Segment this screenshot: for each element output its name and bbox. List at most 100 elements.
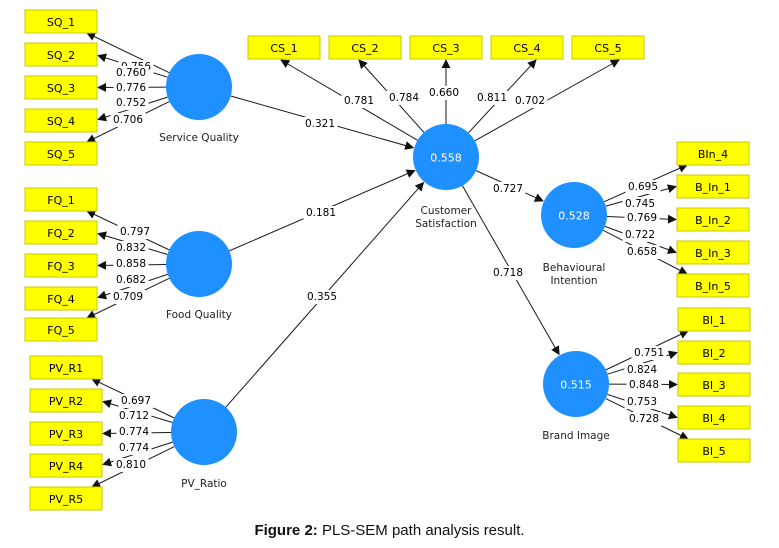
- indicator-bin-4[interactable]: BIn_4: [676, 141, 750, 166]
- loading-value-pv-r4-text: 0.774: [119, 442, 149, 454]
- construct-food-quality[interactable]: Food Quality: [166, 231, 232, 321]
- construct-circle: [171, 399, 237, 465]
- indicator-cs-2[interactable]: CS_2: [328, 35, 402, 60]
- indicator-cs-3[interactable]: CS_3: [409, 35, 483, 60]
- loading-value-bi-2-bg: [624, 363, 660, 377]
- indicator-label: B_In_5: [695, 280, 731, 293]
- indicator-box: [571, 35, 645, 60]
- path-coefficient-sq-to-cs: 0.321: [302, 117, 338, 131]
- indicator-bi-4[interactable]: BI_4: [677, 405, 751, 430]
- loading-value-cs-1-text: 0.781: [344, 95, 374, 107]
- path-coefficient-cs-to-bi-bg: [490, 266, 526, 280]
- indicator-pv-r3[interactable]: PV_R3: [29, 421, 103, 446]
- loading-value-b-in-5: 0.658: [624, 245, 660, 259]
- path-coefficient-fq-to-cs: 0.181: [303, 206, 339, 220]
- loading-value-fq-2-bg: [113, 241, 149, 255]
- indicator-b-in-5[interactable]: B_In_5: [676, 273, 750, 298]
- indicator-label: FQ_4: [47, 293, 74, 306]
- indicator-pv-r2[interactable]: PV_R2: [29, 388, 103, 413]
- indicator-fq-4[interactable]: FQ_4: [24, 286, 98, 311]
- indicator-sq-4[interactable]: SQ_4: [24, 108, 98, 133]
- path-coefficient-cs-to-bi-text: 0.718: [493, 267, 523, 279]
- indicator-fq-3[interactable]: FQ_3: [24, 253, 98, 278]
- loading-value-sq-3: 0.776: [113, 81, 149, 95]
- indicator-label: SQ_5: [47, 148, 75, 161]
- path-coefficient-sq-to-cs-text: 0.321: [305, 118, 335, 130]
- indicator-label: BI_2: [702, 347, 725, 360]
- loading-value-pv-r3-text: 0.774: [119, 426, 149, 438]
- indicator-box: [24, 317, 98, 342]
- indicator-cs-5[interactable]: CS_5: [571, 35, 645, 60]
- construct-circle: [413, 124, 479, 190]
- construct-service-quality[interactable]: Service Quality: [159, 54, 239, 144]
- indicator-fq-1[interactable]: FQ_1: [24, 187, 98, 212]
- indicator-box: [29, 421, 103, 446]
- loading-value-pv-r4: 0.774: [116, 441, 152, 455]
- indicator-label: PV_R4: [49, 460, 83, 473]
- construct-circle: [166, 54, 232, 120]
- construct-name: PV_Ratio: [181, 478, 227, 490]
- indicator-box: [676, 207, 750, 232]
- loading-value-sq-5-bg: [110, 113, 146, 127]
- path-coefficient-fq-to-cs-text: 0.181: [306, 207, 336, 219]
- path-coefficient-cs-to-bin-bg: [490, 182, 526, 196]
- indicator-cs-1[interactable]: CS_1: [247, 35, 321, 60]
- loading-value-bi-4-text: 0.753: [627, 396, 657, 408]
- loading-value-cs-1: 0.781: [341, 94, 377, 108]
- indicator-fq-2[interactable]: FQ_2: [24, 220, 98, 245]
- loading-value-pv-r2: 0.712: [116, 409, 152, 423]
- indicator-sq-3[interactable]: SQ_3: [24, 75, 98, 100]
- loading-value-cs-2: 0.784: [386, 91, 422, 105]
- indicator-box: [677, 372, 751, 397]
- loading-value-bin-4: 0.695: [625, 180, 661, 194]
- loading-value-fq-4: 0.682: [113, 273, 149, 287]
- construct-pv-ratio[interactable]: PV_Ratio: [171, 399, 237, 490]
- indicator-bi-2[interactable]: BI_2: [677, 340, 751, 365]
- loading-value-pv-r2-text: 0.712: [119, 410, 149, 422]
- loading-value-pv-r1: 0.697: [118, 394, 154, 408]
- loading-value-bi-3-bg: [626, 378, 662, 392]
- indicator-cs-4[interactable]: CS_4: [490, 35, 564, 60]
- loading-value-b-in-3-bg: [622, 228, 658, 242]
- loading-value-cs-4-bg: [474, 91, 510, 105]
- indicator-pv-r5[interactable]: PV_R5: [29, 486, 103, 511]
- loading-value-bi-2-text: 0.824: [627, 364, 657, 376]
- loading-value-sq-4-text: 0.752: [116, 97, 146, 109]
- indicator-box: [677, 307, 751, 332]
- indicator-box: [677, 340, 751, 365]
- figure-caption: Figure 2: PLS-SEM path analysis result.: [0, 522, 779, 539]
- indicator-fq-5[interactable]: FQ_5: [24, 317, 98, 342]
- loading-value-cs-2-bg: [386, 91, 422, 105]
- indicator-box: [24, 42, 98, 67]
- indicator-bi-3[interactable]: BI_3: [677, 372, 751, 397]
- indicator-sq-1[interactable]: SQ_1: [24, 9, 98, 34]
- indicator-b-in-1[interactable]: B_In_1: [676, 174, 750, 199]
- loading-value-bi-5-text: 0.728: [629, 413, 659, 425]
- indicator-label: CS_5: [594, 42, 621, 55]
- indicator-label: CS_4: [513, 42, 540, 55]
- indicator-sq-5[interactable]: SQ_5: [24, 141, 98, 166]
- indicator-label: PV_R2: [49, 395, 83, 408]
- construct-circle: [166, 231, 232, 297]
- path-coefficient-sq-to-cs-bg: [302, 117, 338, 131]
- indicator-bi-1[interactable]: BI_1: [677, 307, 751, 332]
- loading-value-b-in-2: 0.769: [624, 211, 660, 225]
- loading-value-sq-5-text: 0.706: [113, 114, 143, 126]
- indicator-pv-r4[interactable]: PV_R4: [29, 453, 103, 478]
- loading-value-bin-4-bg: [625, 180, 661, 194]
- r-squared-value: 0.528: [558, 210, 590, 223]
- indicator-bi-5[interactable]: BI_5: [677, 438, 751, 463]
- indicator-pv-r1[interactable]: PV_R1: [29, 355, 103, 380]
- indicator-b-in-3[interactable]: B_In_3: [676, 240, 750, 265]
- loading-value-cs-1-bg: [341, 94, 377, 108]
- loading-value-b-in-1-text: 0.745: [625, 198, 655, 210]
- loading-value-bi-3-text: 0.848: [629, 379, 659, 391]
- indicator-sq-2[interactable]: SQ_2: [24, 42, 98, 67]
- indicator-b-in-2[interactable]: B_In_2: [676, 207, 750, 232]
- indicator-label: PV_R5: [49, 493, 83, 506]
- loading-value-cs-5: 0.702: [512, 94, 548, 108]
- loading-value-b-in-5-text: 0.658: [627, 246, 657, 258]
